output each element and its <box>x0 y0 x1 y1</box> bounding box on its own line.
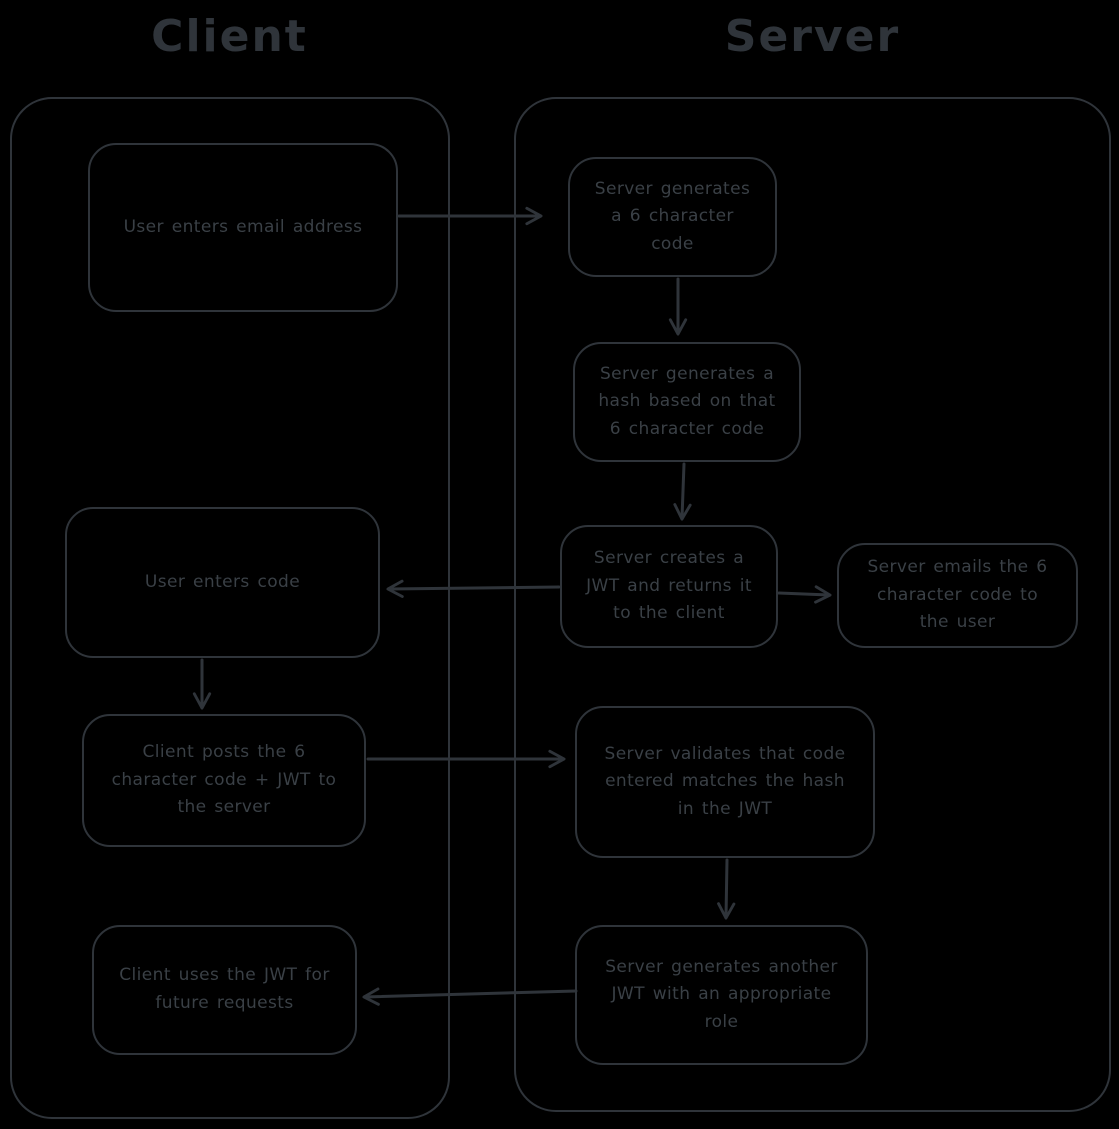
lane-client <box>10 97 450 1119</box>
node-user-enters-email: User enters email address <box>88 143 398 312</box>
node-label: Server validates that code entered match… <box>604 743 846 819</box>
node-label: Client uses the JWT for future requests <box>119 965 330 1013</box>
node-server-generates-code: Server generates a 6 character code <box>568 157 777 277</box>
node-server-generates-hash: Server generates a hash based on that 6 … <box>573 342 801 462</box>
node-label: Server creates a JWT and returns it to t… <box>586 548 752 624</box>
lane-title-server: Server <box>724 10 901 62</box>
node-client-posts-code: Client posts the 6 character code + JWT … <box>82 714 366 847</box>
node-label: Server generates another JWT with an app… <box>605 956 838 1032</box>
node-user-enters-code: User enters code <box>65 507 380 658</box>
node-server-generates-role-jwt: Server generates another JWT with an app… <box>575 925 868 1065</box>
node-label: User enters code <box>144 571 301 592</box>
node-server-creates-jwt: Server creates a JWT and returns it to t… <box>560 525 778 648</box>
node-label: User enters email address <box>123 216 363 237</box>
node-label: Server emails the 6 character code to th… <box>867 557 1048 633</box>
node-server-validates-code: Server validates that code entered match… <box>575 706 875 858</box>
node-label: Server generates a 6 character code <box>594 178 751 254</box>
node-client-uses-jwt: Client uses the JWT for future requests <box>92 925 357 1055</box>
lane-title-client: Client <box>151 10 308 62</box>
node-label: Server generates a hash based on that 6 … <box>598 363 776 439</box>
lane-server <box>514 97 1111 1112</box>
node-label: Client posts the 6 character code + JWT … <box>111 742 337 818</box>
node-server-emails-code: Server emails the 6 character code to th… <box>837 543 1078 648</box>
